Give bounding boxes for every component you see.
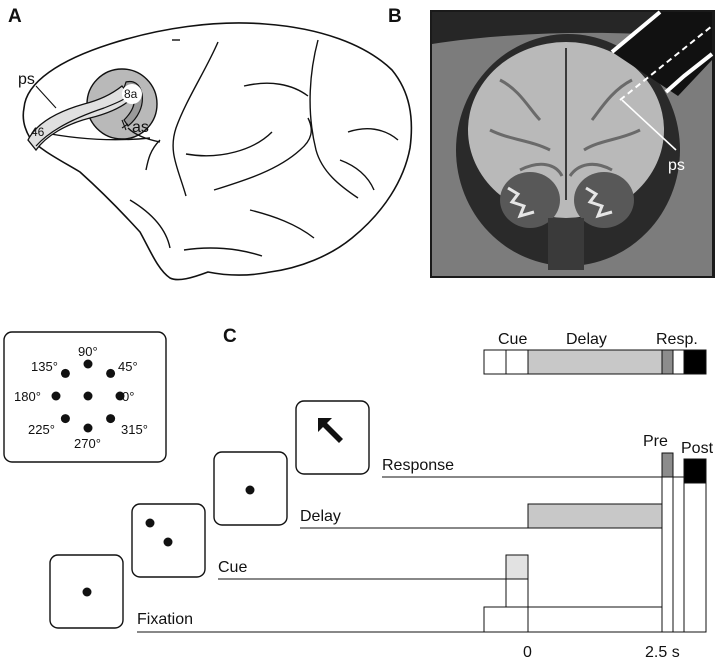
timeline-strip-delay <box>527 349 663 375</box>
electrode-chamber-edge-bottom <box>664 52 714 94</box>
mri-cerebellum-right <box>574 172 634 228</box>
epoch-label-delay: Delay <box>300 508 341 525</box>
angle-label-0: 0° <box>122 389 134 404</box>
principal-sulcus-line <box>35 95 129 147</box>
cue-bar <box>505 554 529 580</box>
saccade-arrow-icon <box>318 418 343 443</box>
delay-fixation-point <box>245 485 255 495</box>
sulcus-line <box>213 117 312 191</box>
cue-dots <box>51 359 125 433</box>
time-axis-zero: 0 <box>523 644 532 661</box>
epoch-label-fixation: Fixation <box>137 611 193 628</box>
epoch-label-cue: Cue <box>218 559 247 576</box>
fixation-bar <box>483 606 663 633</box>
angle-label-135: 135° <box>31 359 58 374</box>
post-white-bar <box>683 482 707 633</box>
angle-label-180: 180° <box>14 389 41 404</box>
panel-a-letter: A <box>8 6 22 27</box>
label-ps: ps <box>18 71 35 88</box>
cue-dot-225 <box>60 414 70 424</box>
post-bar <box>683 458 707 484</box>
cue-dot-180 <box>51 391 61 401</box>
fixation-point <box>82 587 92 597</box>
delay-bar <box>527 503 663 529</box>
time-axis-end: 2.5 s <box>645 644 680 661</box>
sulcus-line <box>249 209 315 239</box>
sulcus-line <box>39 131 151 141</box>
period-label-post: Post <box>681 440 714 457</box>
pre-bar <box>661 452 674 478</box>
mri-sulci <box>489 78 641 177</box>
area-8a-marker <box>122 84 142 104</box>
as-leader-line <box>121 123 129 129</box>
panel-c-letter: C <box>223 326 237 347</box>
timeline-label-delay: Delay <box>566 331 607 348</box>
panel-a: A ps 46 8a as <box>8 6 413 281</box>
angle-label-45: 45° <box>118 359 138 374</box>
sulcus-line <box>243 82 309 97</box>
sulcus-line <box>145 139 161 171</box>
cue-dot-315 <box>106 414 116 424</box>
response-white-bar <box>661 476 674 633</box>
timeline-strip-pre <box>661 349 674 375</box>
period-label-pre: Pre <box>643 433 668 450</box>
cue-dot-270 <box>83 423 93 433</box>
electrode-chamber-edge-top <box>610 10 662 54</box>
sulcus-line <box>129 199 171 249</box>
panel-b-letter: B <box>388 6 402 27</box>
angle-label-270: 270° <box>74 436 101 451</box>
mri-textured <box>507 186 613 219</box>
cue-dot-90 <box>83 359 93 369</box>
cue-center-dot <box>83 391 93 401</box>
ps-leader-line <box>35 85 57 109</box>
angle-label-225: 225° <box>28 422 55 437</box>
mri-dark-top <box>432 12 712 44</box>
sulcus-line <box>339 159 375 191</box>
cue-target-point <box>145 518 155 528</box>
timeline-strip-post <box>683 349 707 375</box>
mri-label-ps: ps <box>668 157 685 174</box>
sulcus-line <box>185 131 273 157</box>
brain-outline <box>22 22 413 281</box>
cue-dot-0 <box>115 391 125 401</box>
mri-brainstem <box>548 218 584 270</box>
timeline-strip-gap <box>672 349 685 375</box>
label-as: as <box>132 119 149 136</box>
timeline-label-cue: Cue <box>498 331 527 348</box>
mri-cerebellum-left <box>500 172 560 228</box>
arcuate-sulcus-line <box>127 127 161 143</box>
response-screen <box>295 400 370 475</box>
angle-label-315: 315° <box>121 422 148 437</box>
angle-label-90: 90° <box>78 344 98 359</box>
panel-b: B ps <box>388 6 715 278</box>
cue-dot-45 <box>106 368 116 378</box>
cue-dot-135 <box>60 368 70 378</box>
panel-c: C 0° 45° 90° 135° 180° 225° 270° 315° Fi… <box>3 326 714 661</box>
sulcus-line <box>309 39 359 199</box>
sulcus-line <box>183 247 263 257</box>
timeline-label-resp: Resp. <box>656 331 698 348</box>
label-area-46: 46 <box>31 125 45 139</box>
cue-fixation-point <box>163 537 173 547</box>
label-area-8a: 8a <box>124 87 138 101</box>
intertrial-white-bar <box>672 476 685 633</box>
epoch-label-response: Response <box>382 457 454 474</box>
sulcus-line <box>347 128 399 141</box>
as-leader-line-2 <box>121 119 127 131</box>
sulcus-line <box>172 41 219 197</box>
mri-ps-leader <box>621 99 677 151</box>
